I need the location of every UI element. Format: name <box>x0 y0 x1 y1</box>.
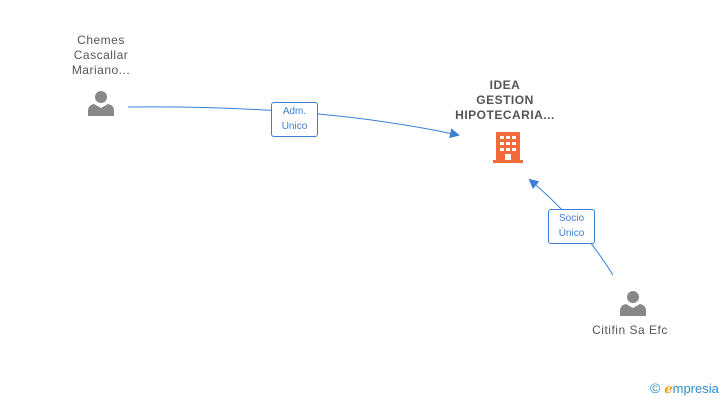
edge-label-line-2: Único <box>558 228 585 239</box>
edge-label-line-1: Socio <box>558 213 584 224</box>
person-icon[interactable] <box>619 289 647 317</box>
person-label-line-3: Mariano... <box>71 63 131 77</box>
person-icon[interactable] <box>87 89 115 117</box>
company-node-label[interactable]: IDEA GESTION HIPOTECARIA... <box>445 78 565 123</box>
person-label-line-2: Cascallar <box>73 48 129 62</box>
person-label-line-1: Citifin Sa Efc <box>592 323 668 337</box>
edge-label-socio-unico[interactable]: Socio Único <box>548 209 595 244</box>
company-label-line-2: GESTION <box>476 93 534 107</box>
person-label-line-1: Chemes <box>77 33 125 47</box>
copyright-icon: © <box>650 380 661 396</box>
edge-label-line-1: Adm. <box>282 106 307 117</box>
person-node-label[interactable]: Citifin Sa Efc <box>570 323 690 338</box>
company-label-line-3: HIPOTECARIA... <box>455 108 555 122</box>
brand-e: ℯ <box>664 381 673 396</box>
company-label-line-1: IDEA <box>489 78 521 92</box>
empresia-logo: ©ℯmpresia <box>650 380 719 397</box>
building-icon[interactable] <box>492 130 524 164</box>
brand-name: mpresia <box>672 381 719 396</box>
edge-label-adm-unico[interactable]: Adm. Unico <box>271 102 318 137</box>
person-node-label[interactable]: Chemes Cascallar Mariano... <box>51 33 151 78</box>
edge-label-line-2: Unico <box>281 121 308 132</box>
